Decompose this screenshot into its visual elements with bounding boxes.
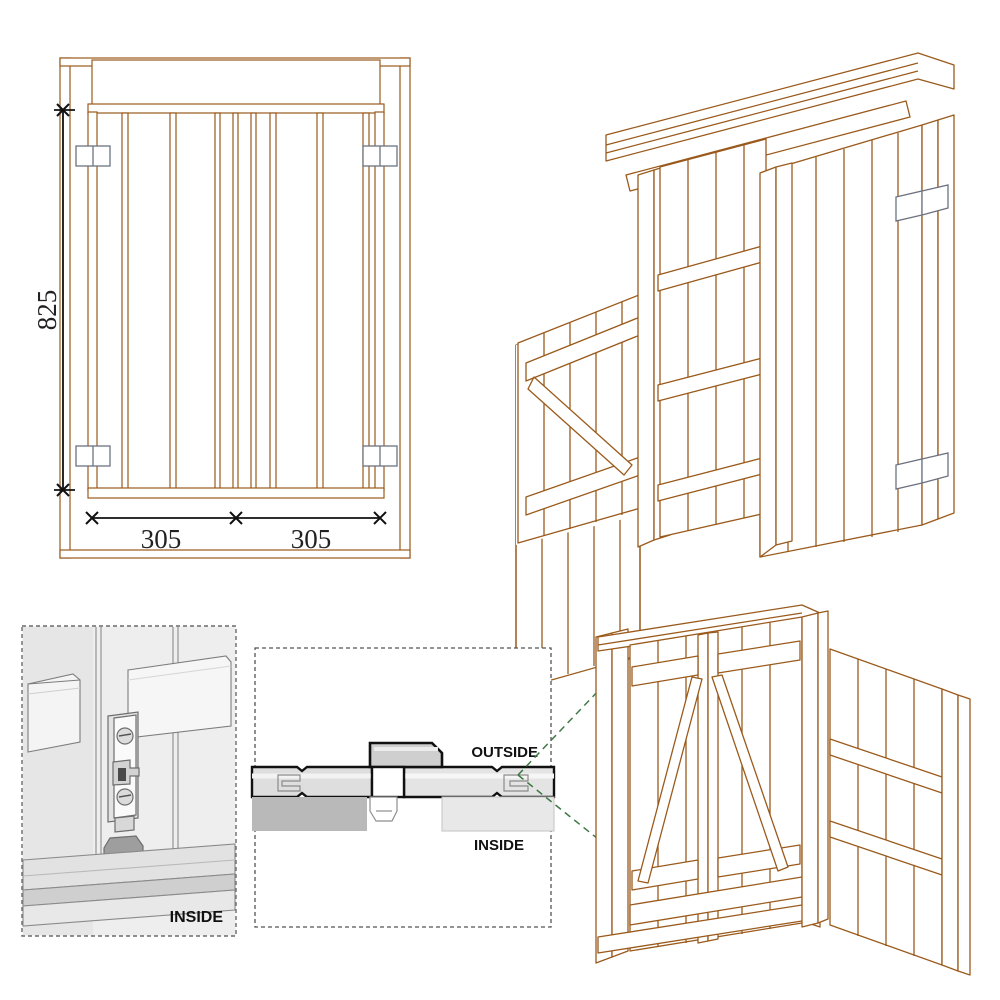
closed-door-leaf [759, 162, 793, 558]
tg-board [269, 112, 277, 491]
barrel-bolt-detail: INSIDE [18, 622, 240, 940]
section-label-outside: OUTSIDE [471, 744, 538, 761]
tg-board [232, 112, 239, 491]
outer-frame-right-jamb [399, 57, 411, 559]
front-elevation-view: 825 305 305 [30, 40, 450, 580]
bolt-screw-lower [116, 788, 134, 806]
board-group [121, 112, 370, 491]
meeting-stile-right [707, 631, 719, 942]
tg-board [121, 112, 129, 491]
brace-left-leaf [637, 676, 703, 884]
inner-ledge-right [441, 796, 555, 832]
hinge-bottom-right [362, 445, 398, 467]
barrel-bolt-plate [107, 711, 140, 833]
section-label-inside: INSIDE [474, 837, 524, 854]
head-beam [605, 52, 955, 162]
bolt-screw-upper [116, 727, 134, 745]
left-leaf-stile [87, 111, 98, 491]
ledge-top-left [631, 655, 699, 687]
hinge-top-left [75, 145, 111, 167]
hinge-bottom-left [75, 445, 111, 467]
bolt-detail-label: INSIDE [170, 909, 224, 926]
hinge-upper-isometric [895, 184, 949, 222]
hinge-top-right [362, 145, 398, 167]
cover-fillet [368, 741, 444, 769]
brace-right-leaf [711, 674, 789, 872]
tg-board [316, 112, 324, 491]
open-leaf-frame [517, 292, 645, 544]
hinge-group [75, 145, 398, 467]
dimension-width [85, 511, 387, 525]
right-ledge-block [127, 655, 232, 739]
fixing-screw [369, 796, 398, 822]
dimension-height [54, 103, 75, 497]
tongue-and-groove-section-detail: OUTSIDE INSIDE [250, 645, 556, 930]
dimension-height-label: 825 [32, 290, 62, 331]
open-right-leaf [829, 648, 971, 976]
tg-board [362, 112, 370, 491]
tg-board [169, 112, 177, 491]
centre-gap [370, 765, 406, 799]
interior-frame [657, 138, 767, 538]
left-ledge-block [27, 673, 81, 753]
dimension-width-left-label: 305 [141, 524, 182, 554]
bottom-rail [87, 487, 385, 499]
right-jamb [921, 114, 955, 526]
head-rail [87, 103, 385, 114]
centre-post [801, 610, 829, 928]
inner-ledge-left [252, 797, 367, 831]
right-leaf-stile [374, 111, 385, 491]
tg-board [214, 112, 221, 491]
hinge-lower-isometric [895, 452, 949, 490]
open-leaf-outer-stile [941, 688, 959, 972]
left-board-run [250, 765, 374, 799]
diagonal-brace [527, 376, 633, 476]
tg-board [250, 112, 257, 491]
dimension-width-right-label: 305 [291, 524, 332, 554]
outer-frame-sill [59, 549, 411, 559]
hinge-group-isometric [895, 184, 949, 490]
right-board-run [402, 765, 556, 799]
ledge-top-right [717, 640, 801, 674]
left-outer-jamb [595, 628, 629, 964]
isometric-open-door-view [498, 45, 988, 691]
isometric-braced-frame-view [517, 604, 992, 995]
closed-double-doors [597, 616, 821, 954]
threshold-bands [22, 843, 236, 927]
head-panel [91, 59, 381, 109]
